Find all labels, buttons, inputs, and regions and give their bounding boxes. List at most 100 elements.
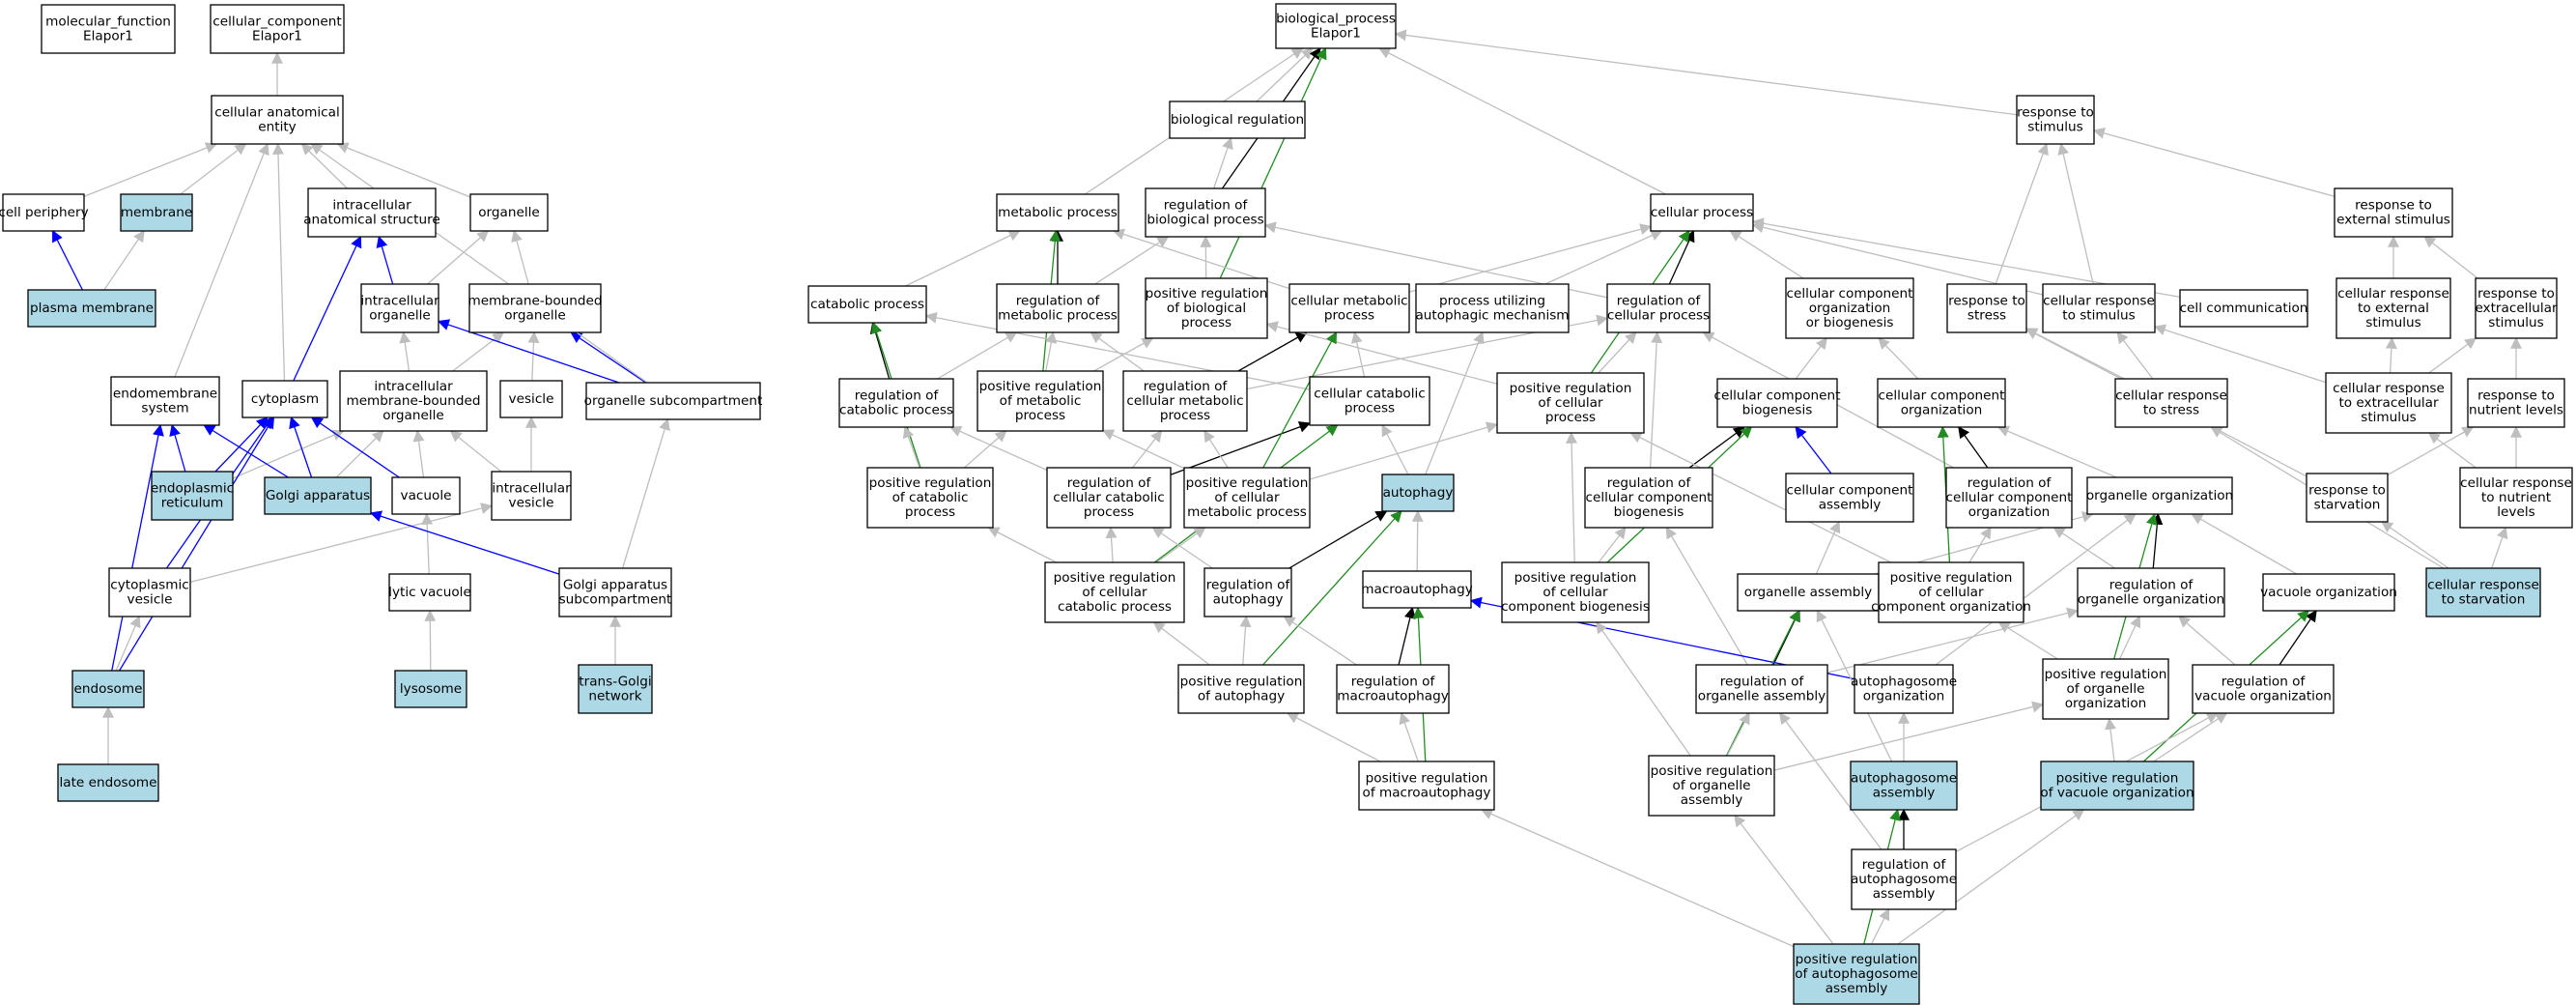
node-pm[interactable]: plasma membrane: [27, 289, 156, 328]
node-box[interactable]: [1046, 467, 1172, 529]
node-box[interactable]: [2475, 277, 2558, 339]
node-box[interactable]: [2334, 187, 2453, 238]
node-box[interactable]: [339, 370, 488, 432]
node-box[interactable]: [499, 380, 563, 418]
node-box[interactable]: [977, 370, 1104, 432]
node-box[interactable]: [2042, 283, 2156, 333]
node-cperiph[interactable]: cell periphery: [0, 193, 89, 232]
node-vesicle[interactable]: vesicle: [499, 380, 563, 418]
node-box[interactable]: [264, 476, 372, 515]
node-box[interactable]: [2262, 573, 2395, 612]
node-box[interactable]: [2114, 378, 2228, 428]
node-box[interactable]: [2306, 473, 2389, 523]
node-box[interactable]: [71, 670, 145, 708]
node-box[interactable]: [1122, 370, 1248, 432]
node-box[interactable]: [2179, 289, 2308, 328]
node-box[interactable]: [558, 567, 672, 617]
node-box[interactable]: [1945, 467, 2073, 529]
node-box[interactable]: [1946, 283, 2027, 333]
node-box[interactable]: [1145, 277, 1268, 339]
node-box[interactable]: [1877, 378, 2006, 428]
node-box[interactable]: [807, 285, 927, 324]
node-box[interactable]: [468, 283, 602, 333]
node-box[interactable]: [41, 4, 176, 54]
node-box[interactable]: [838, 378, 954, 428]
node-cellcomm[interactable]: cell communication: [2179, 289, 2308, 328]
node-box[interactable]: [394, 670, 467, 708]
node-box[interactable]: [1309, 376, 1430, 426]
node-box[interactable]: [1650, 193, 1754, 232]
node-orgasm[interactable]: organelle assembly: [1737, 573, 1880, 612]
node-vacuole[interactable]: vacuole: [391, 476, 461, 515]
node-box[interactable]: [1044, 561, 1185, 623]
node-box[interactable]: [578, 664, 653, 714]
node-box[interactable]: [2016, 95, 2095, 145]
node-box[interactable]: [585, 382, 761, 420]
node-cytoplasm[interactable]: cytoplasm: [241, 380, 328, 418]
node-organelle[interactable]: organelle: [469, 193, 549, 232]
node-box[interactable]: [469, 193, 549, 232]
node-box[interactable]: [1358, 761, 1495, 811]
node-box[interactable]: [1606, 283, 1711, 333]
node-box[interactable]: [1169, 100, 1306, 139]
node-box[interactable]: [1648, 755, 1775, 817]
node-box[interactable]: [110, 376, 220, 426]
node-box[interactable]: [2425, 567, 2541, 617]
node-golgi[interactable]: Golgi apparatus: [264, 476, 372, 515]
node-box[interactable]: [1501, 561, 1650, 623]
node-bioreg[interactable]: biological regulation: [1169, 100, 1306, 139]
node-endosome[interactable]: endosome: [71, 670, 145, 708]
node-box[interactable]: [491, 471, 572, 521]
node-box[interactable]: [1415, 283, 1570, 333]
node-box[interactable]: [1584, 467, 1713, 529]
node-box[interactable]: [1381, 474, 1455, 512]
node-box[interactable]: [2077, 567, 2225, 617]
node-box[interactable]: [1854, 664, 1954, 714]
node-box[interactable]: [307, 187, 437, 238]
node-box[interactable]: [996, 283, 1119, 333]
node-orgsub[interactable]: organelle subcompartment: [584, 382, 763, 420]
node-box[interactable]: [2192, 664, 2335, 714]
node-box[interactable]: [1785, 277, 1914, 339]
node-box[interactable]: [1716, 378, 1838, 428]
node-catproc[interactable]: catabolic process: [807, 285, 927, 324]
node-box[interactable]: [2040, 761, 2194, 811]
node-membrane[interactable]: membrane: [120, 193, 193, 232]
node-metproc[interactable]: metabolic process: [996, 193, 1119, 232]
node-box[interactable]: [1145, 187, 1266, 238]
node-box[interactable]: [108, 567, 191, 617]
node-box[interactable]: [1183, 467, 1311, 529]
